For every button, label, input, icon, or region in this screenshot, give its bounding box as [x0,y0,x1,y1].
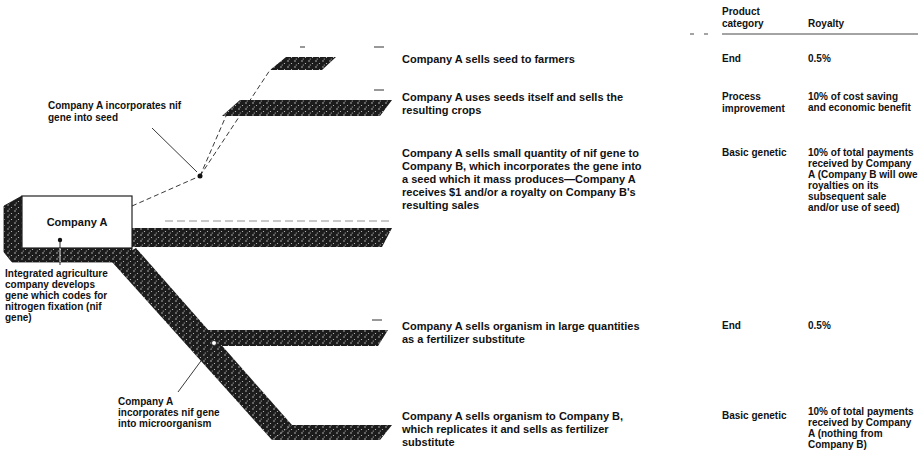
leader-dot [58,238,62,242]
branch-band [190,330,388,346]
option-description: Company A sells organism to Company B, w… [402,410,642,449]
product-category: End [722,320,804,332]
branch-band [272,425,392,440]
header-rule [690,34,694,35]
tick-mark [165,221,392,222]
leader-line [60,242,61,248]
column-header: Royalty [808,18,908,30]
product-category: Basic genetic [722,147,804,159]
branch-dot [212,341,217,346]
callout-note: Company A incorporates nif gene into see… [48,100,188,124]
header-rule [722,34,918,35]
node-label: Company A [47,216,108,228]
branch-band [270,57,336,70]
company-slab-side [4,196,132,262]
tick-mark [374,47,384,48]
seed-branch-line [200,116,226,176]
seed-branch-line [132,176,200,206]
option-description: Company A sells organism in large quanti… [402,320,642,346]
callout-note: Integrated agriculture company develops … [5,268,117,323]
leader-line [152,128,197,172]
tick-mark [372,320,382,321]
tick-mark [374,90,384,91]
company-slab-face [22,196,132,248]
header-rule [704,34,708,35]
leader-line [60,262,61,265]
option-description: Company A sells small quantity of nif ge… [402,147,642,212]
option-description: Company A sells seed to farmers [402,53,642,66]
branch-band [132,228,392,247]
company-box: Company A [22,196,132,248]
product-category: End [722,53,804,65]
royalty-rate: 10% of cost saving and economic benefit [808,91,918,113]
option-description: Company A uses seeds itself and sells th… [402,91,642,117]
callout-note: Company A incorporates nif gene into mic… [118,396,234,429]
product-category: Process improvement [722,91,804,115]
branch-band [222,100,392,116]
royalty-rate: 10% of total payments received by Compan… [808,406,918,450]
branch-dot [198,174,203,179]
tick-mark [300,47,305,48]
seed-branch-line [200,70,270,176]
product-category: Basic genetic [722,410,804,422]
column-header: Product category [722,6,802,30]
royalty-rate: 0.5% [808,53,916,64]
royalty-rate: 10% of total payments received by Compan… [808,147,918,213]
royalty-rate: 0.5% [808,320,916,331]
leader-line [178,346,212,392]
leader-line [60,248,61,262]
